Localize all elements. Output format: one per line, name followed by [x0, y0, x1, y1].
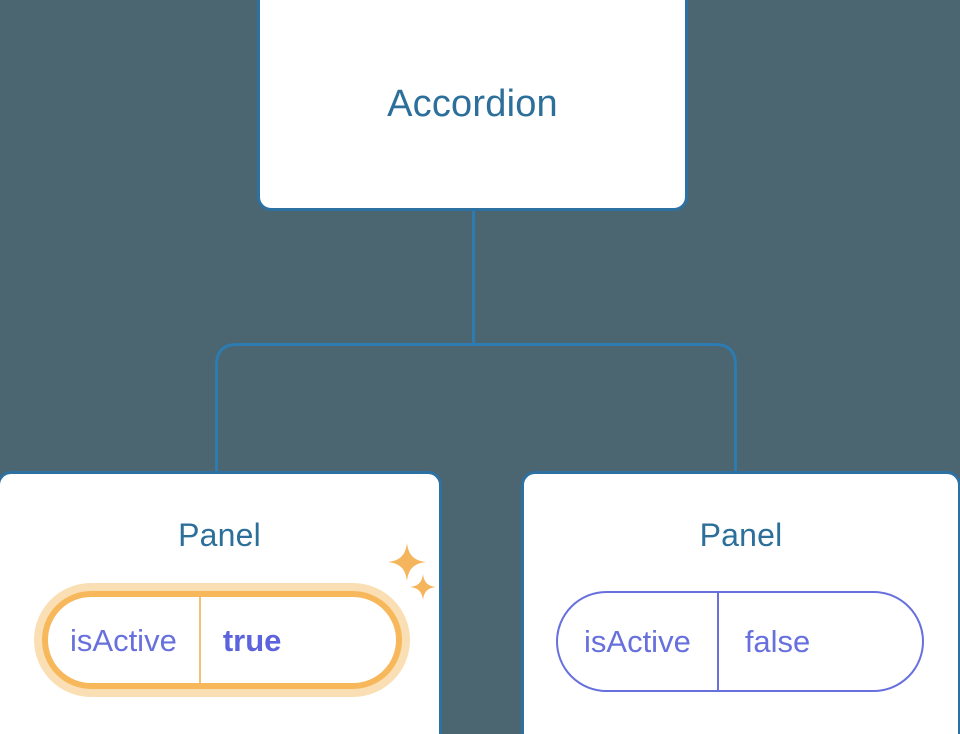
prop-pill-isactive-false[interactable]: isActive false [556, 591, 924, 692]
prop-key: isActive [584, 624, 691, 659]
prop-pill-isactive-true[interactable]: isActive true [34, 583, 410, 697]
prop-pill-body: isActive false [556, 591, 924, 692]
node-accordion[interactable]: Accordion [257, 0, 688, 211]
prop-pill-body: isActive true [42, 591, 402, 689]
node-accordion-label: Accordion [387, 82, 558, 125]
prop-value: true [198, 597, 304, 683]
node-panel-active-label: Panel [178, 517, 261, 553]
prop-value: false [716, 593, 836, 690]
connector-branch [215, 343, 737, 471]
prop-key: isActive [70, 622, 177, 658]
node-panel-inactive-label: Panel [699, 517, 783, 553]
